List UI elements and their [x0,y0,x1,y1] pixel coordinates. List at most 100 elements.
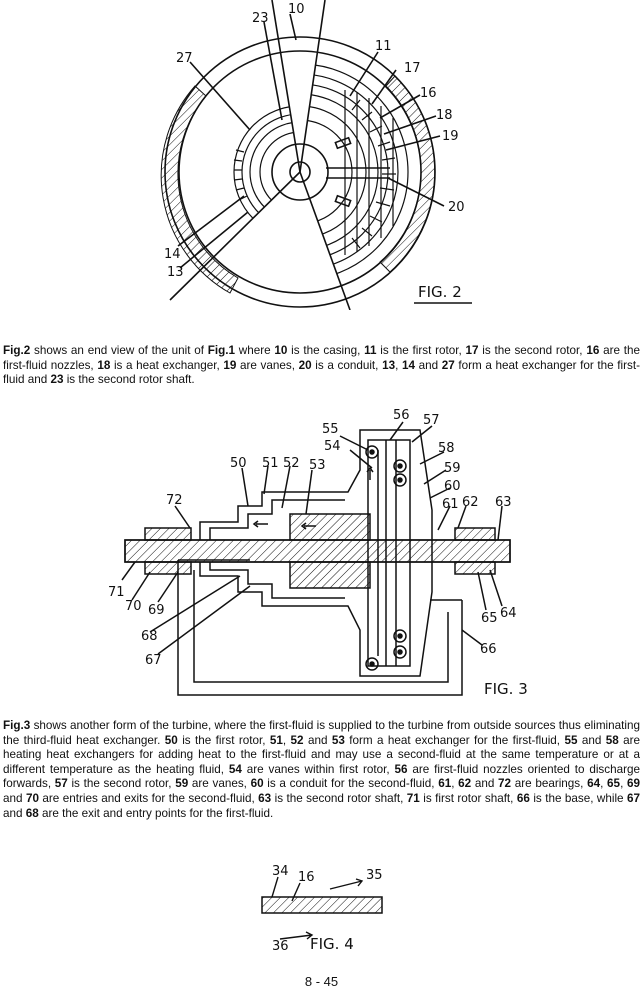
reference-number: 10 [274,344,288,357]
reference-number: 70 [25,791,39,805]
text-run: is the first rotor, [177,733,270,747]
reference-number: 60 [250,777,264,791]
reference-number: 18 [97,358,111,372]
fig3-label-57: 57 [423,413,440,428]
reference-number: Fig.3 [3,719,31,732]
page-number: 8 - 45 [304,974,339,989]
text-run: are bearings, [511,777,588,791]
text-run: and [3,806,26,820]
reference-number: 16 [586,344,600,357]
fig2-label-23: 23 [252,11,269,26]
fig4-label-36: 36 [272,939,289,954]
reference-number: 52 [290,733,304,747]
reference-number: 65 [607,777,621,791]
reference-number: 23 [50,373,64,387]
fig3-label-64: 64 [500,606,517,621]
reference-number: 72 [498,777,512,791]
reference-number: 71 [406,791,420,805]
fig2-description: Fig.2 shows an end view of the unit of F… [3,344,640,388]
text-run: , [451,777,459,791]
fig3-label-53: 53 [309,458,326,473]
text-run: are vanes within first rotor, [241,762,395,776]
fig4-label-16: 16 [298,870,315,885]
reference-number: 50 [164,733,178,747]
fig2-caption: FIG. 2 [418,283,462,301]
fig3-label-70: 70 [125,599,142,614]
reference-number: 54 [228,762,242,776]
reference-number: 59 [175,777,189,791]
text-run: is the first rotor, [376,344,466,357]
fig3-label-51: 51 [262,456,279,471]
fig2-body [160,0,445,311]
text-run: , [282,733,291,747]
fig2-label-11: 11 [375,39,392,54]
text-run: is a conduit for the second-fluid, [263,777,439,791]
fig3-label-59: 59 [444,461,461,476]
figure-3-drawing: 55 56 57 54 58 59 60 50 51 52 53 72 61 6… [108,408,528,698]
text-run: are entries and exits for the second-flu… [38,791,259,805]
reference-number: 51 [269,733,283,747]
fig2-label-19: 19 [442,129,459,144]
figure-4-drawing: 34 16 35 36 FIG. 4 [261,864,383,954]
text-run: and [471,777,499,791]
reference-number: 20 [298,358,312,372]
fig3-label-67: 67 [145,653,162,668]
reference-number: 68 [25,806,39,820]
figure-2-drawing: 23 10 27 11 17 16 18 19 20 14 13 FIG. 2 [160,0,472,311]
reference-number: 13 [382,358,396,372]
reference-number: Fig.2 [3,344,31,357]
text-run: form a heat exchanger for the first-flui… [344,733,565,747]
fig3-label-72: 72 [166,493,183,508]
fig3-description: Fig.3 shows another form of the turbine,… [3,719,640,821]
fig2-label-27: 27 [176,51,193,66]
reference-number: 11 [364,344,377,357]
reference-number: 17 [465,344,479,357]
reference-number: 58 [605,733,619,747]
text-run: form a heat exchanger for the first-flui… [3,358,641,387]
fig4-caption: FIG. 4 [310,935,354,953]
reference-number: 57 [54,777,68,791]
text-run: shows an end view of the unit of [30,344,208,357]
reference-number: 55 [564,733,578,747]
fig3-label-71: 71 [108,585,125,600]
text-run: is a conduit, [311,358,383,372]
text-run: are the first-fluid nozzles, [3,344,640,372]
reference-number: 14 [401,358,415,372]
text-run: is first rotor shaft, [419,791,517,805]
fig3-label-58: 58 [438,441,455,456]
reference-number: 53 [331,733,345,747]
fig3-label-68: 68 [141,629,158,644]
text-run: are vanes, [236,358,299,372]
fig3-label-52: 52 [283,456,300,471]
fig3-label-69: 69 [148,603,165,618]
reference-number: 69 [627,777,641,791]
fig3-label-66: 66 [480,642,497,657]
fig3-label-60: 60 [444,479,461,494]
fig4-label-34: 34 [272,864,289,879]
reference-number: Fig.1 [207,344,236,357]
fig4-label-35: 35 [366,868,383,883]
reference-number: 67 [627,791,641,805]
text-run: is the second rotor shaft. [63,373,195,387]
text-run: and [303,733,332,747]
text-run: and [577,733,606,747]
fig3-label-56: 56 [393,408,410,423]
text-run: is the second rotor, [67,777,176,791]
text-run: is the second rotor, [478,344,587,357]
reference-number: 19 [223,358,237,372]
fig2-label-14: 14 [164,247,181,262]
figure-4: 34 16 35 36 FIG. 4 [0,855,643,970]
text-run: are heating heat exchangers for adding h… [3,733,641,776]
reference-number: 62 [458,777,472,791]
fig2-label-10: 10 [288,2,305,17]
fig3-label-50: 50 [230,456,247,471]
text-run: is the second rotor shaft, [271,791,407,805]
reference-number: 61 [438,777,452,791]
text-run: is a heat exchanger, [110,358,224,372]
reference-number: 64 [587,777,601,791]
text-run: shows another form of the turbine, where… [3,719,640,747]
fig2-label-20: 20 [448,200,465,215]
text-run: , [620,777,627,791]
fig3-label-62: 62 [462,495,479,510]
fig3-label-65: 65 [481,611,498,626]
